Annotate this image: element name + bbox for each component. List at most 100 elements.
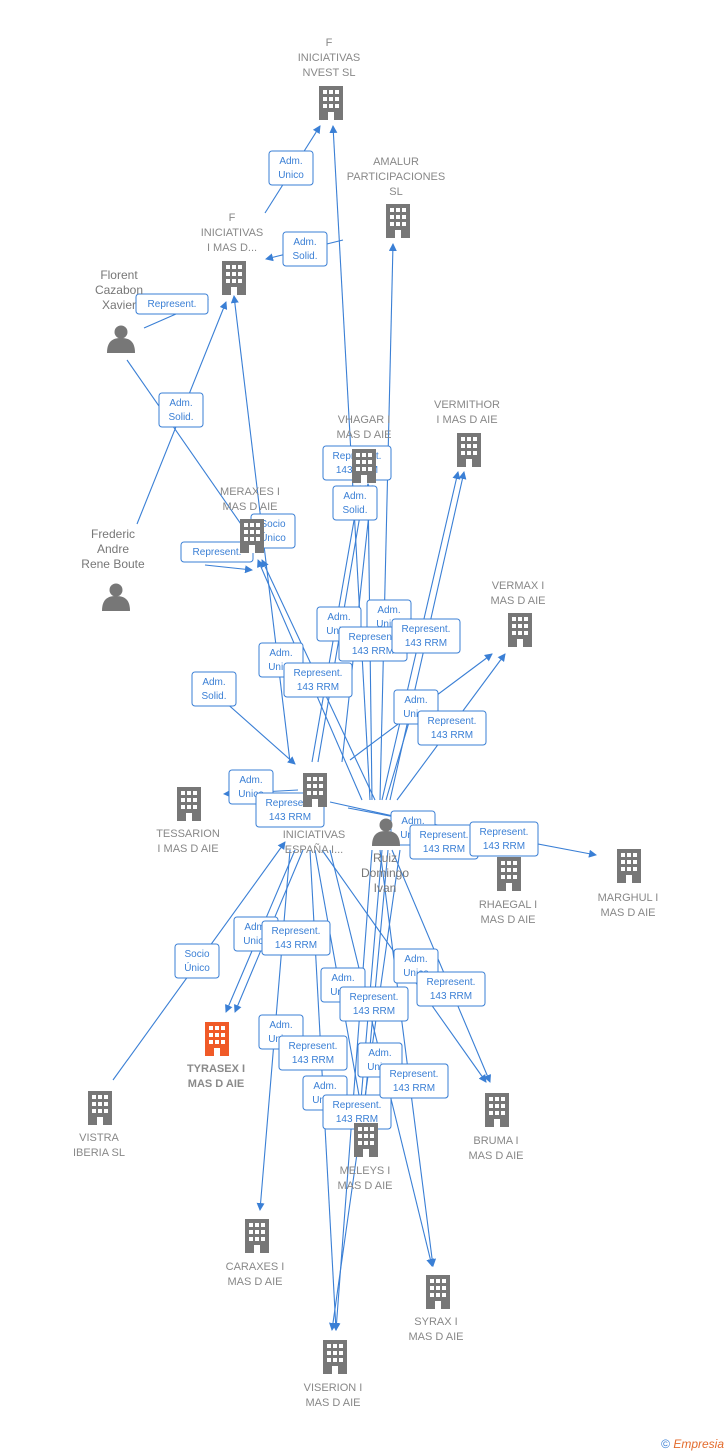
- relation-text: Adm.: [269, 648, 292, 659]
- relation-label[interactable]: Adm.Solid.: [282, 231, 328, 267]
- relation-label[interactable]: Represent.143 RRM: [339, 986, 409, 1022]
- relation-label[interactable]: Represent.143 RRM: [391, 618, 461, 654]
- footer-brand[interactable]: © Empresia: [661, 1437, 724, 1451]
- node-label: TESSARION: [156, 828, 220, 840]
- building-icon: [485, 1093, 509, 1127]
- relation-text: Unico: [376, 619, 402, 630]
- building-icon: [88, 1091, 112, 1125]
- edge-line: [379, 243, 397, 801]
- relation-label[interactable]: Represent.143 RRM: [417, 710, 487, 746]
- node-label: BRUMA I: [473, 1135, 518, 1147]
- relation-text: Unico: [403, 968, 429, 979]
- relation-text: Adm.: [269, 1020, 292, 1031]
- relation-text: Adm.: [404, 695, 427, 706]
- relation-label[interactable]: Represent.143 RRM: [261, 920, 331, 956]
- relation-label[interactable]: Adm.Solid.: [191, 671, 237, 707]
- node-vhagar[interactable]: VHAGAR I MAS D AIE: [336, 414, 392, 483]
- relation-text: Represent.: [333, 1100, 382, 1111]
- relation-label[interactable]: Adm. Solid.: [158, 392, 204, 428]
- relation-text: 143 RRM: [431, 730, 473, 741]
- edge-line: [332, 849, 373, 1331]
- node-label: RHAEGAL I: [479, 899, 537, 911]
- relation-label[interactable]: Represent.: [135, 293, 209, 315]
- building-icon: [205, 1022, 229, 1056]
- person-icon: [102, 583, 130, 611]
- relation-text: 143 RRM: [405, 638, 447, 649]
- relation-text: Adm.: [239, 775, 262, 786]
- node-label: Frederic: [91, 527, 135, 541]
- relation-text: Adm.: [244, 922, 267, 933]
- node-label: VISTRA: [79, 1132, 119, 1144]
- node-label: MELEYS I: [340, 1165, 391, 1177]
- relation-text: Unico: [278, 170, 304, 181]
- node-label: VERMITHOR: [434, 399, 500, 411]
- relation-text: Represent.: [350, 992, 399, 1003]
- relation-text: Represent.: [272, 926, 321, 937]
- relation-label[interactable]: Represent.143 RRM: [416, 971, 486, 1007]
- node-label: MAS D AIE: [408, 1331, 463, 1343]
- relation-label[interactable]: Represent.143 RRM: [469, 821, 539, 857]
- edge-line: [391, 849, 491, 1083]
- node-bruma[interactable]: BRUMA I MAS D AIE: [468, 1093, 524, 1162]
- node-label: VISERION I: [304, 1382, 363, 1394]
- relation-label[interactable]: Adm.Unico: [268, 150, 314, 186]
- relation-label[interactable]: Represent.143 RRM: [409, 824, 479, 860]
- node-label: Cazabon: [95, 283, 143, 297]
- edge-line: [329, 849, 401, 1331]
- relation-text: Represent.: [427, 977, 476, 988]
- node-label: MAS D AIE: [336, 429, 391, 441]
- edge-line: [204, 564, 253, 574]
- edge-line: [126, 359, 253, 541]
- relation-text: Socio: [184, 949, 209, 960]
- node-label: MARGHUL I: [598, 892, 659, 904]
- relation-text: Unico: [243, 936, 269, 947]
- relation-text: Represent.: [289, 1041, 338, 1052]
- relation-text: 143 RRM: [297, 682, 339, 693]
- relation-text: Adm.: [404, 954, 427, 965]
- relation-label[interactable]: Adm.Solid.: [332, 485, 378, 521]
- building-icon: [386, 204, 410, 238]
- building-icon: [508, 613, 532, 647]
- node-label: Rene Boute: [81, 557, 145, 571]
- node-label: VHAGAR I: [338, 414, 391, 426]
- node-label: PARTICIPACIONES: [347, 171, 445, 183]
- relation-label[interactable]: Represent.143 RRM: [283, 662, 353, 698]
- node-label: Xavier: [102, 298, 136, 312]
- relation-text: Adm.: [169, 398, 192, 409]
- node-label: CARAXES I: [226, 1261, 285, 1273]
- relation-text: Solid.: [168, 412, 193, 423]
- relation-text: Adm.: [401, 816, 424, 827]
- relation-text: 143 RRM: [483, 841, 525, 852]
- relation-label[interactable]: Represent.143 RRM: [278, 1035, 348, 1071]
- node-label: MAS D AIE: [490, 595, 545, 607]
- relation-text: Adm.: [368, 1048, 391, 1059]
- relation-text: Único: [260, 531, 286, 544]
- building-icon: [352, 449, 376, 483]
- relation-label[interactable]: Represent.143 RRM: [379, 1063, 449, 1099]
- node-label: MAS D AIE: [222, 501, 277, 513]
- node-label: MAS D AIE: [468, 1150, 523, 1162]
- relation-text: Adm.: [327, 612, 350, 623]
- building-icon: [426, 1275, 450, 1309]
- relation-text: Represent.: [266, 798, 315, 809]
